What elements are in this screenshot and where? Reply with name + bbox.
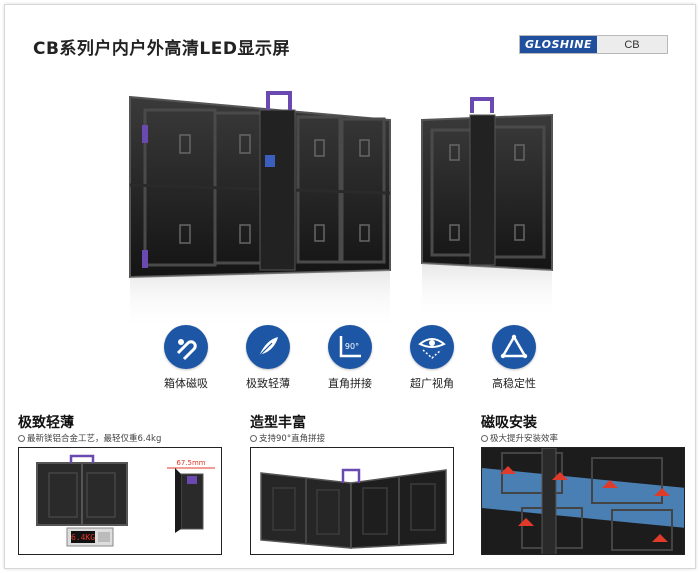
panel-title-shape: 造型丰富 — [250, 415, 306, 431]
feature-stability: 高稳定性 — [478, 325, 550, 391]
brand-logo: GLOSHINE — [520, 36, 597, 53]
angle-text: 90° — [345, 342, 359, 351]
brand-model: CB — [597, 36, 667, 53]
right-angle-icon: 90° — [328, 325, 372, 369]
page-title: CB系列户内户外高清LED显示屏 — [33, 39, 290, 59]
panel-subtitle-text: 支持90°直角拼接 — [259, 434, 326, 444]
bullet-icon — [481, 435, 488, 442]
eye-icon — [410, 325, 454, 369]
brand-badge: GLOSHINE CB — [519, 35, 668, 54]
bullet-icon — [18, 435, 25, 442]
panel-subtitle-shape: 支持90°直角拼接 — [250, 432, 325, 444]
dimension-label: 67.5mm — [176, 459, 205, 467]
panel-subtitle-text: 最新镁铝合金工艺，最轻仅重6.4kg — [27, 434, 162, 444]
feature-list: 箱体磁吸 极致轻薄 90° 直角拼接 超广视角 — [150, 325, 550, 391]
panel-image-shape — [250, 447, 454, 555]
panel-subtitle-text: 极大提升安装效率 — [490, 434, 559, 444]
bullet-icon — [250, 435, 257, 442]
magnet-icon — [164, 325, 208, 369]
panel-image-light: 6.4KG 67.5mm — [18, 447, 222, 555]
feature-label: 极致轻薄 — [246, 377, 290, 390]
cabinet-left — [129, 91, 391, 279]
feature-viewing-angle: 超广视角 — [396, 325, 468, 391]
triangle-icon — [492, 325, 536, 369]
panel-title-light: 极致轻薄 — [18, 415, 74, 431]
panel-subtitle-light: 最新镁铝合金工艺，最轻仅重6.4kg — [18, 432, 161, 444]
feature-light: 极致轻薄 — [232, 325, 304, 391]
hero-product-image — [129, 91, 553, 330]
panel-image-magnet — [481, 447, 685, 555]
panel-subtitle-magnet: 极大提升安装效率 — [481, 432, 558, 444]
feature-magnet: 箱体磁吸 — [150, 325, 222, 391]
feature-label: 直角拼接 — [328, 377, 372, 390]
page-frame — [4, 4, 696, 569]
feature-label: 箱体磁吸 — [164, 377, 208, 390]
feather-icon — [246, 325, 290, 369]
scale-reading: 6.4KG — [71, 533, 95, 542]
panel-title-magnet: 磁吸安装 — [481, 415, 537, 431]
feature-right-angle: 90° 直角拼接 — [314, 325, 386, 391]
feature-label: 超广视角 — [410, 377, 454, 390]
feature-label: 高稳定性 — [492, 377, 536, 390]
cabinet-right — [421, 97, 553, 272]
